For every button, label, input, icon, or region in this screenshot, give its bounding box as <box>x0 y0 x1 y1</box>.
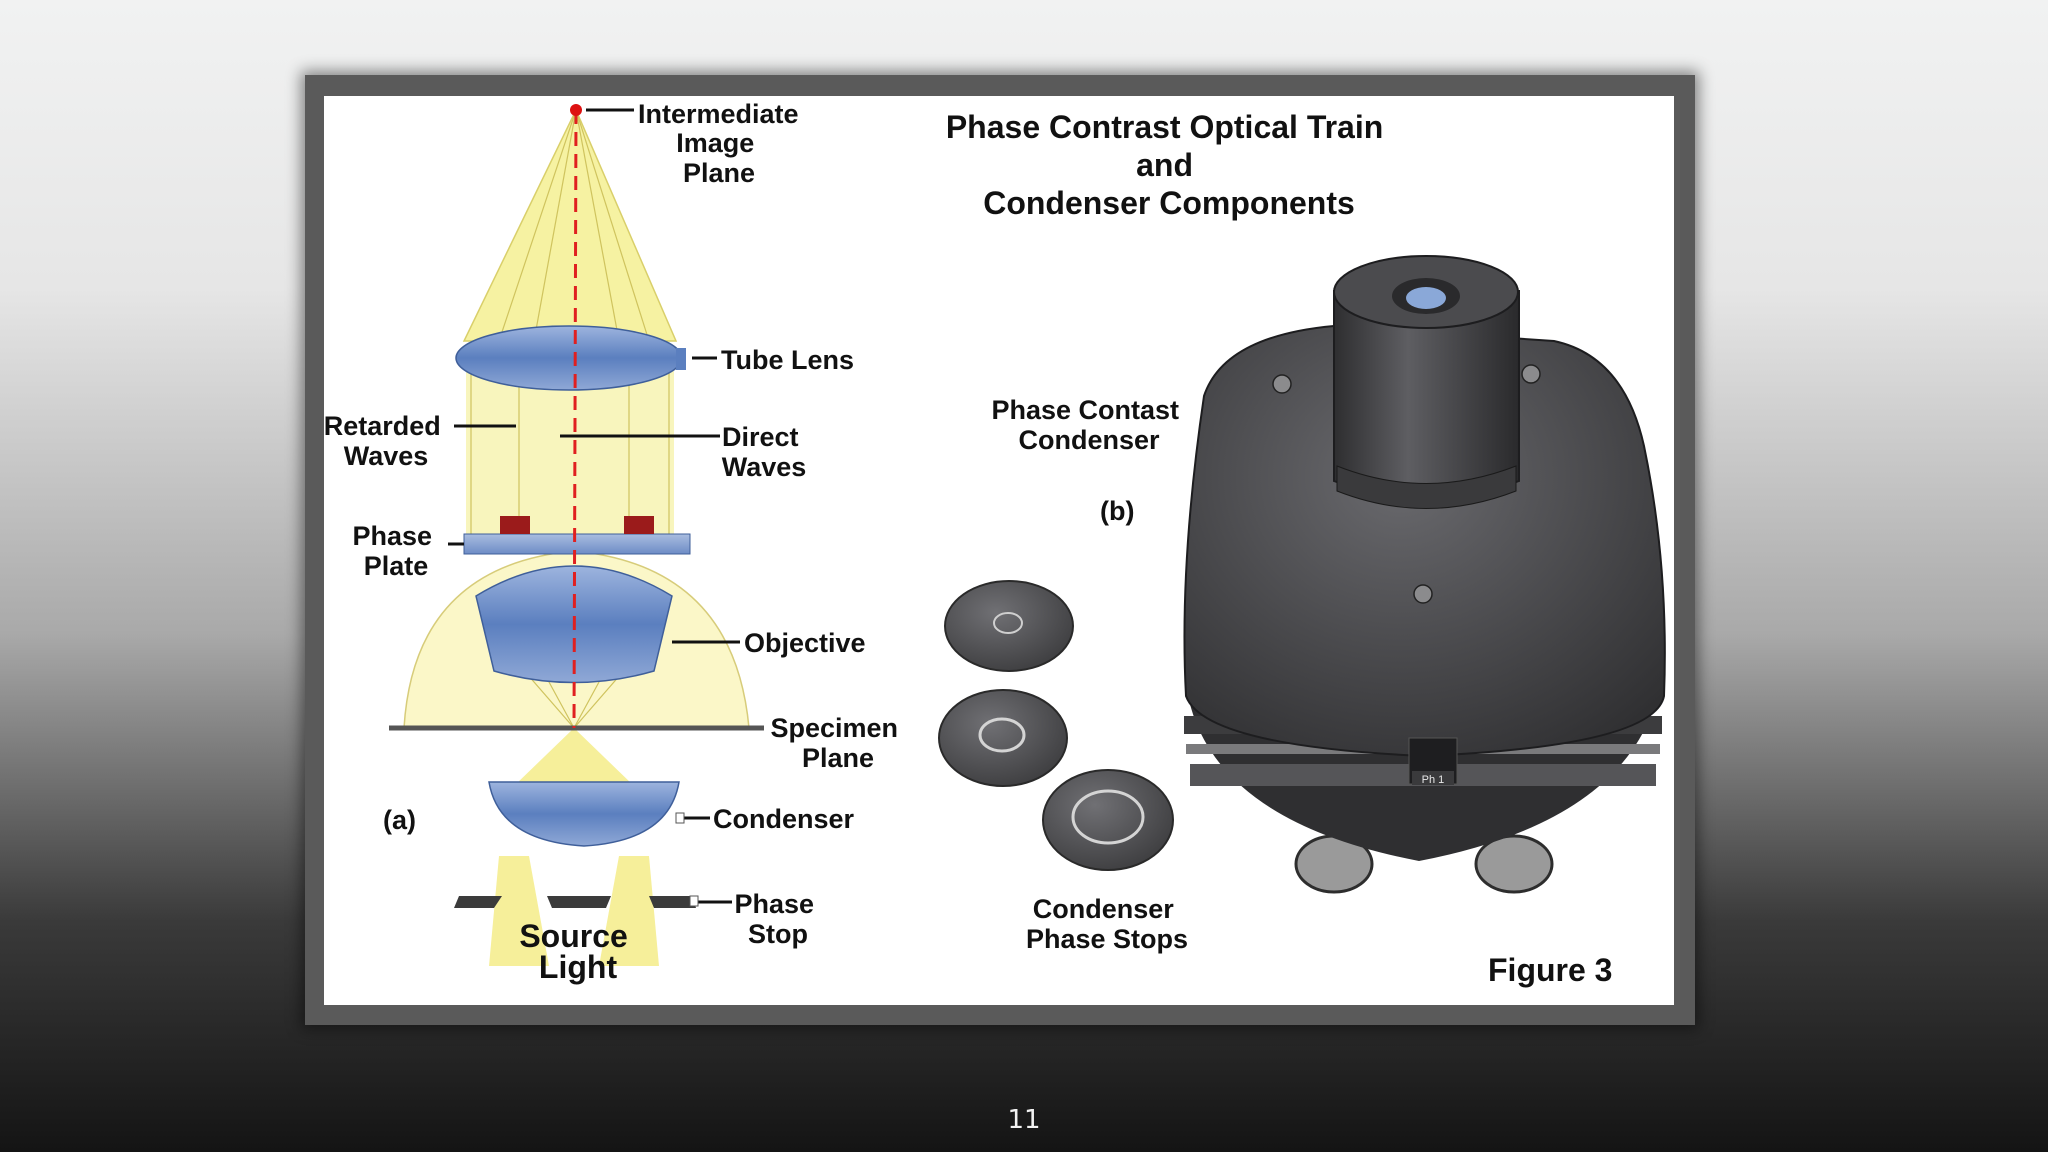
specimen-crossover <box>514 728 634 786</box>
phase-condenser-body <box>1183 255 1666 894</box>
intermediate-image-plane-label: Intermediate Image Plane <box>638 99 806 188</box>
phase-condenser-label: Phase Contast Condenser <box>991 395 1186 455</box>
figure-number-label: Figure 3 <box>1488 952 1612 988</box>
source-light-label: Source Light <box>519 918 636 985</box>
phase-stop-disk-large <box>1042 769 1174 871</box>
panel-a-tag: (a) <box>383 805 416 835</box>
phase-ring-left <box>500 516 530 534</box>
objective-label: Objective <box>744 628 866 658</box>
image-point <box>570 104 582 116</box>
phase-stops-label: Condenser Phase Stops <box>1026 894 1188 954</box>
tube-lens <box>455 325 683 391</box>
converging-rays <box>498 109 650 342</box>
phase-stop-disk-medium <box>938 689 1068 787</box>
condenser-lens <box>488 781 680 847</box>
turret-marking: Ph 1 <box>1422 774 1445 786</box>
page-number: 11 <box>1007 1105 1041 1135</box>
optical-train-diagram <box>389 104 764 966</box>
phase-plate-label: Phase Plate <box>352 521 439 581</box>
tube-lens-label: Tube Lens <box>721 345 854 375</box>
phase-stop-disk-small <box>944 580 1074 672</box>
figure-image: Intermediate Image Plane Tube Lens Retar… <box>324 96 1674 1005</box>
specimen-plane-label: Specimen Plane <box>770 713 905 773</box>
direct-ray <box>572 109 578 729</box>
phase-ring-right <box>624 516 654 534</box>
phase-plate <box>463 533 691 555</box>
phase-stop-label: Phase Stop <box>734 889 821 949</box>
figure-title: Phase Contrast Optical Train and Condens… <box>946 109 1392 221</box>
direct-waves-label: Direct Waves <box>722 422 807 482</box>
retarded-waves-label: Retarded Waves <box>324 411 448 471</box>
phase-stop <box>454 896 696 908</box>
panel-b-tag: (b) <box>1100 496 1134 526</box>
condenser-label: Condenser <box>713 804 855 834</box>
